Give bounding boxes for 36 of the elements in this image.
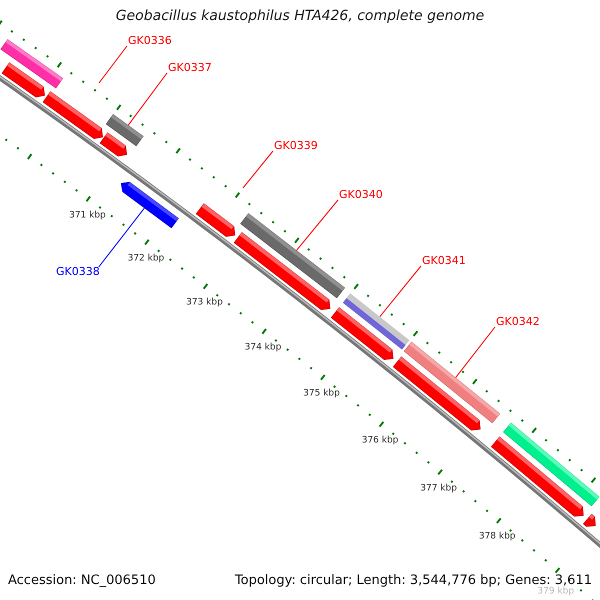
gene-label: GK0339 bbox=[274, 139, 318, 152]
scale-label: 375 kbp bbox=[303, 388, 340, 400]
gene-bar bbox=[2, 62, 45, 98]
gene-bar bbox=[490, 436, 584, 517]
gene-bar bbox=[120, 182, 179, 228]
gene-bar bbox=[196, 203, 236, 237]
footer-text: Topology: circular; Length: 3,544,776 bp; Genes: 3,611 bbox=[234, 573, 592, 588]
gene-bar bbox=[330, 307, 394, 360]
gene-bar bbox=[342, 293, 410, 350]
scale-label: 376 kbp bbox=[362, 435, 398, 446]
gene-bar bbox=[100, 132, 128, 156]
leader-line bbox=[98, 46, 128, 84]
gene-label: GK0342 bbox=[496, 315, 540, 328]
leader-line bbox=[379, 266, 422, 318]
gene-bar bbox=[42, 91, 103, 139]
gene-label: GK0336 bbox=[128, 34, 172, 47]
scale-label: 379 kbp bbox=[537, 586, 574, 598]
scale-label: 372 kbp bbox=[128, 254, 164, 265]
gene-bar bbox=[234, 232, 330, 310]
diagram-title: Geobacillus kaustophilus HTA426, complete genome bbox=[116, 8, 484, 24]
leader-line bbox=[242, 150, 274, 188]
leader-line bbox=[128, 72, 168, 126]
leader-line bbox=[455, 326, 496, 378]
scale-label: 377 kbp bbox=[420, 483, 457, 494]
gene-label: GK0340 bbox=[339, 188, 383, 201]
scale-label: 371 kbp bbox=[69, 210, 106, 222]
footer-text: Accession: NC_006510 bbox=[8, 573, 156, 588]
gene-label: GK0338 bbox=[56, 265, 100, 278]
scale-label: 374 kbp bbox=[244, 342, 282, 354]
gene-label: GK0337 bbox=[168, 61, 212, 74]
scale-label: 373 kbp bbox=[186, 298, 223, 309]
leader-line bbox=[98, 207, 145, 268]
scale-label: 378 kbp bbox=[478, 532, 516, 543]
gene-bar bbox=[392, 356, 481, 430]
gene-label: GK0341 bbox=[422, 254, 466, 267]
gene-bar bbox=[582, 514, 596, 527]
